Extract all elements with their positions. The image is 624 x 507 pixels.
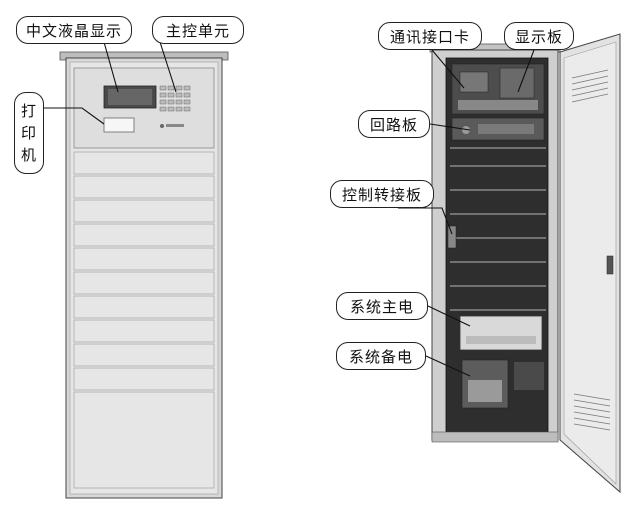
main-control-unit-label: 主控单元 xyxy=(152,16,244,44)
main-power-text: 系统主电 xyxy=(349,297,414,316)
front-panels xyxy=(73,151,215,489)
door-handle xyxy=(606,255,614,275)
printer-char-3: 机 xyxy=(20,146,37,164)
lcd-display-text: 中文液晶显示 xyxy=(25,21,122,40)
backup-power-text: 系统备电 xyxy=(348,347,413,366)
loop-board-label: 回路板 xyxy=(358,110,430,138)
loop-board-text: 回路板 xyxy=(369,115,418,134)
door-vent-top xyxy=(571,69,609,103)
printer-char-1: 打 xyxy=(20,102,37,120)
printer-slot xyxy=(103,117,135,133)
door-vent-bottom xyxy=(573,393,611,431)
comm-interface-card-text: 通讯接口卡 xyxy=(389,27,470,46)
rack-shelves xyxy=(450,147,546,311)
keypad xyxy=(159,85,191,112)
comm-interface-card-label: 通讯接口卡 xyxy=(378,22,482,50)
open-cabinet xyxy=(429,33,621,494)
printer-label: 打 印 机 xyxy=(14,92,44,174)
control-adapter-board-label: 控制转接板 xyxy=(330,180,434,208)
leader-lines xyxy=(42,41,535,377)
backup-power-label: 系统备电 xyxy=(336,342,426,370)
main-control-unit-text: 主控单元 xyxy=(165,21,230,40)
front-cabinet xyxy=(59,51,229,499)
display-board-text: 显示板 xyxy=(514,27,563,46)
lcd-display-label: 中文液晶显示 xyxy=(16,16,132,44)
printer-char-2: 印 xyxy=(20,124,37,142)
display-board-label: 显示板 xyxy=(504,22,574,50)
control-adapter-board-text: 控制转接板 xyxy=(341,185,422,204)
main-power-unit xyxy=(459,315,543,351)
main-power-label: 系统主电 xyxy=(336,292,428,320)
